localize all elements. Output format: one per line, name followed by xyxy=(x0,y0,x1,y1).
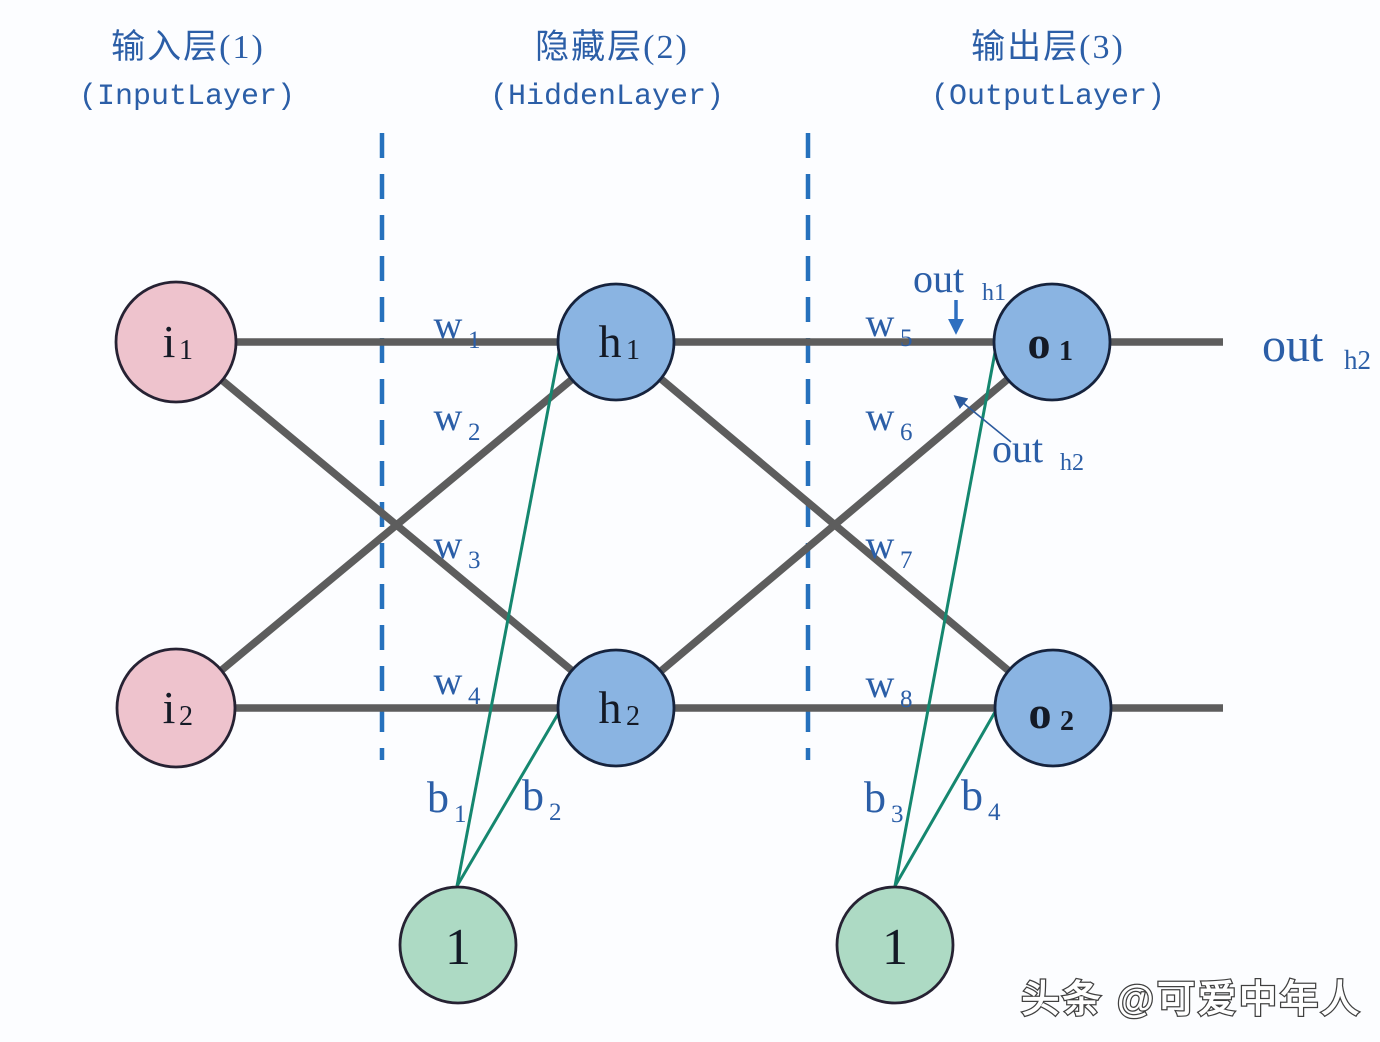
bias-nodes xyxy=(398,885,955,1005)
bias-b3-label: b xyxy=(864,773,886,822)
weight-w2-label: w xyxy=(434,394,463,439)
node-h1 xyxy=(556,282,676,402)
weight-w2-sub: 2 xyxy=(468,419,481,446)
watermark-text: 头条 @可爱中年人 xyxy=(1021,979,1362,1021)
header-output-en: (OutputLayer) xyxy=(931,80,1165,114)
node-bias2 xyxy=(835,885,955,1005)
node-i2 xyxy=(115,647,237,769)
node-h2 xyxy=(556,648,676,768)
node-h2-label: h xyxy=(599,682,622,733)
node-bias1 xyxy=(398,885,518,1005)
header-hidden-zh: 隐藏层(2) xyxy=(535,28,689,66)
node-labels: i 1 i 2 h 1 h 2 o 1 o 2 1 1 xyxy=(163,316,1074,976)
weight-w8-label: w xyxy=(866,661,895,706)
edge-h2-o1 xyxy=(614,339,1055,711)
bias-edges xyxy=(455,346,998,887)
hidden-output-nodes xyxy=(556,282,1113,768)
annotation-out-h2-sub: h2 xyxy=(1060,450,1084,476)
out-h2-pointer-arrow xyxy=(953,395,1012,443)
connection-edges xyxy=(173,338,1223,712)
node-o1 xyxy=(992,282,1112,402)
edge-i2-h1 xyxy=(173,339,620,711)
weight-w8-sub: 8 xyxy=(900,686,913,713)
weight-w4-sub: 4 xyxy=(468,683,481,710)
edge-bias2-o2 xyxy=(893,711,997,887)
weight-w3-sub: 3 xyxy=(468,547,481,574)
bias-b4-label: b xyxy=(961,771,983,820)
edge-bias1-h2 xyxy=(455,713,560,887)
node-i1-label: i xyxy=(163,316,176,367)
bias-b1-sub: 1 xyxy=(454,801,467,828)
weight-w1-label: w xyxy=(434,302,463,347)
weight-w5-sub: 5 xyxy=(900,325,913,352)
label-out-h2-output-sub: h2 xyxy=(1344,345,1371,375)
weight-w6-sub: 6 xyxy=(900,419,913,446)
input-nodes xyxy=(114,280,238,769)
bias-b4-sub: 4 xyxy=(988,799,1001,826)
node-o2-label-sub: 2 xyxy=(1060,706,1074,737)
node-h1-label: h xyxy=(599,316,622,367)
annotation-out-h1-label: out xyxy=(913,256,964,301)
node-bias1-label: 1 xyxy=(445,919,471,976)
label-out-h2-output: out xyxy=(1262,319,1324,372)
weight-w7-sub: 7 xyxy=(900,547,913,574)
node-h2-label-sub: 2 xyxy=(626,701,640,732)
blue-labels: 输入层(1) (InputLayer) 隐藏层(2) (HiddenLayer)… xyxy=(79,28,1371,828)
node-o2 xyxy=(993,648,1113,768)
edge-bias1-h1 xyxy=(455,346,562,887)
header-input-zh: 输入层(1) xyxy=(111,28,265,66)
node-bias2-label: 1 xyxy=(882,919,908,976)
weight-w1-sub: 1 xyxy=(468,327,481,354)
weight-w7-label: w xyxy=(866,522,895,567)
weight-w4-label: w xyxy=(434,658,463,703)
node-h1-label-sub: 1 xyxy=(626,335,640,366)
weight-w3-label: w xyxy=(434,522,463,567)
node-o2-label: o xyxy=(1029,687,1052,738)
node-i1-label-sub: 1 xyxy=(179,335,193,366)
bias-b2-sub: 2 xyxy=(549,799,562,826)
bias-b1-label: b xyxy=(427,773,449,822)
edge-bias2-o1 xyxy=(893,346,998,887)
node-i2-label: i xyxy=(163,682,176,733)
header-hidden-en: (HiddenLayer) xyxy=(490,80,724,114)
header-output-zh: 输出层(3) xyxy=(971,28,1125,66)
weight-w5-label: w xyxy=(866,300,895,345)
node-i1 xyxy=(114,280,238,404)
node-i2-label-sub: 2 xyxy=(179,701,193,732)
weight-w6-label: w xyxy=(866,394,895,439)
bias-b2-label: b xyxy=(522,771,544,820)
node-o1-label-sub: 1 xyxy=(1059,336,1073,367)
header-input-en: (InputLayer) xyxy=(79,80,295,114)
node-o1-label: o xyxy=(1028,317,1051,368)
annotation-out-h1-sub: h1 xyxy=(982,280,1006,306)
layer-dividers xyxy=(379,133,811,760)
bias-b3-sub: 3 xyxy=(891,801,904,828)
